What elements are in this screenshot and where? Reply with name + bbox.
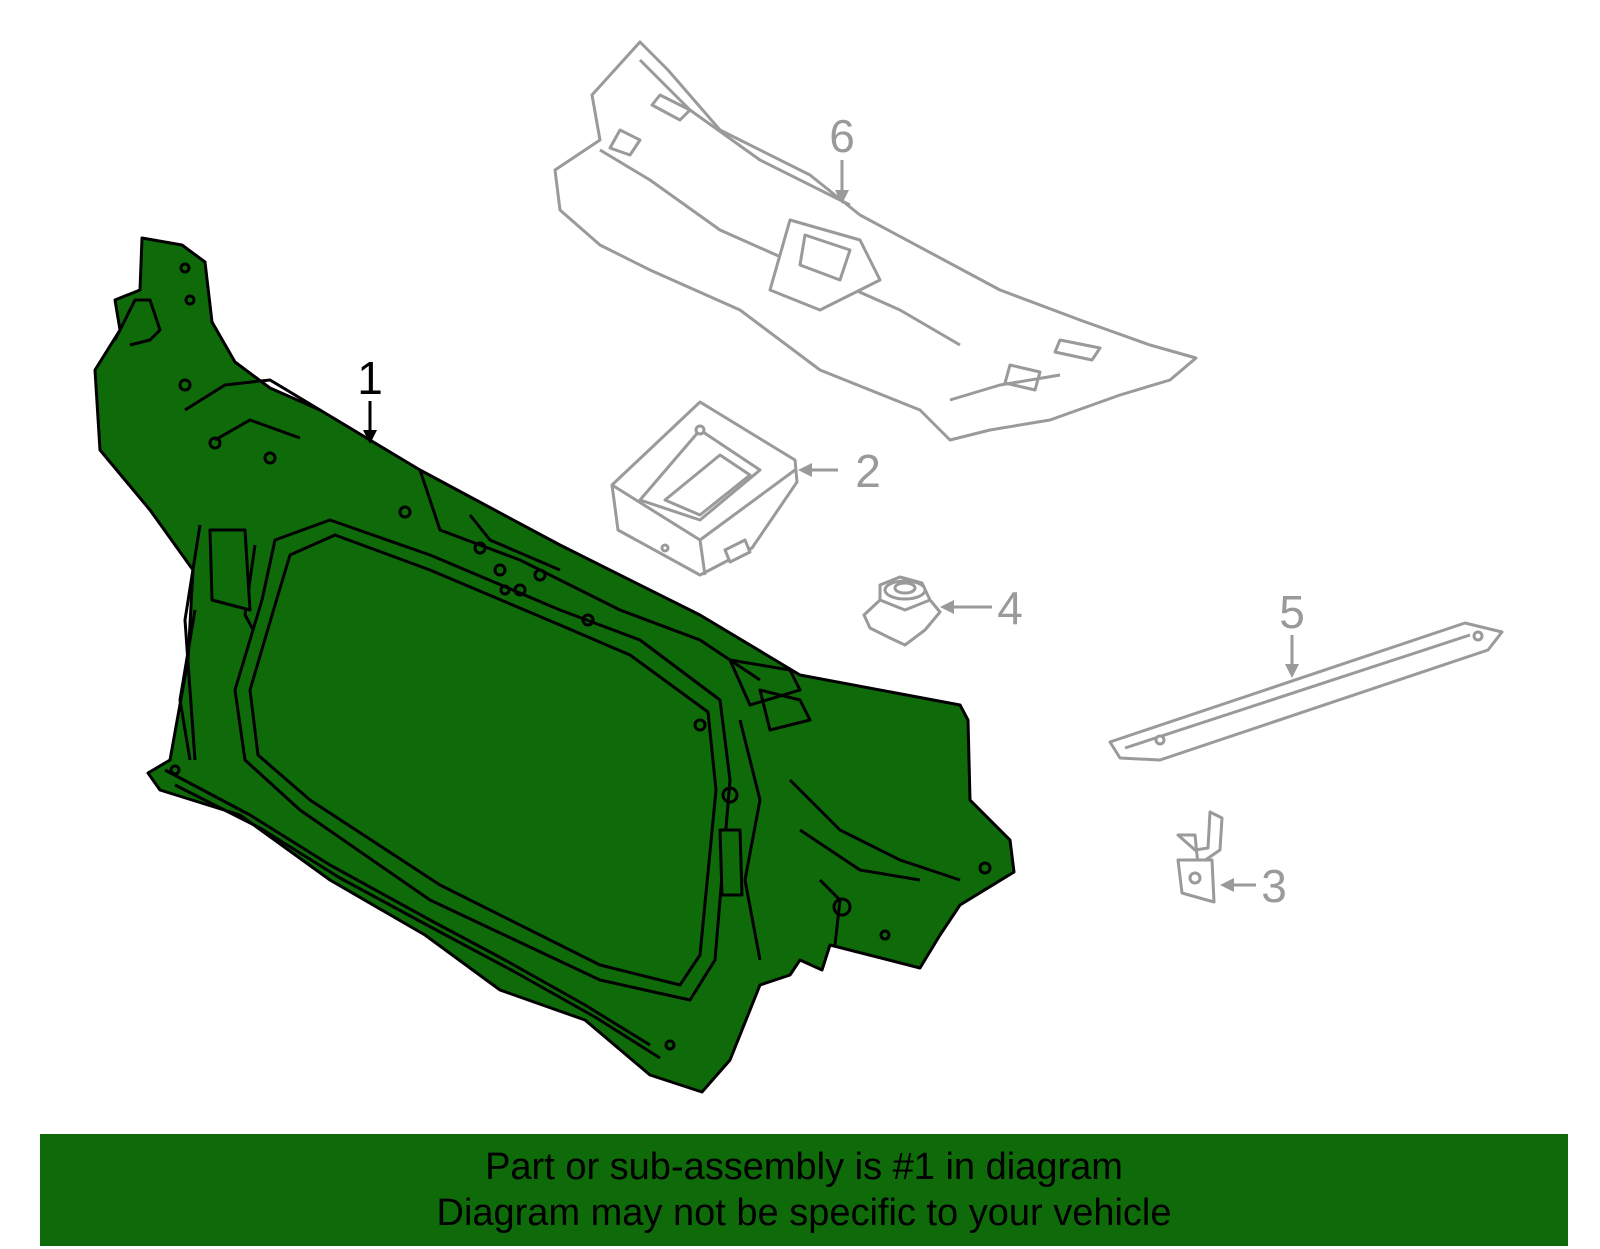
callout-3-label: 3 — [1261, 860, 1287, 912]
callout-4-label: 4 — [997, 582, 1023, 634]
info-banner: Part or sub-assembly is #1 in diagram Di… — [40, 1134, 1568, 1246]
part-3-small-bracket[interactable] — [1176, 810, 1224, 904]
callout-4-arrowhead — [940, 600, 954, 614]
callout-5-label: 5 — [1279, 586, 1305, 638]
part-6-cowl-panel[interactable] — [553, 40, 1198, 442]
callout-1-label: 1 — [357, 352, 383, 404]
part-5-cross-member[interactable] — [1108, 621, 1504, 762]
banner-line-1: Part or sub-assembly is #1 in diagram — [485, 1146, 1123, 1188]
banner-line-2: Diagram may not be specific to your vehi… — [436, 1192, 1172, 1234]
callout-2-label: 2 — [855, 445, 881, 497]
part-2-bracket[interactable] — [610, 400, 799, 577]
callout-3-arrowhead — [1220, 878, 1234, 892]
part-1-radiator-support[interactable] — [93, 236, 1016, 1094]
part-4-mount[interactable] — [862, 575, 942, 647]
callout-1-arrowhead — [363, 430, 377, 444]
callout-2-arrowhead — [798, 463, 812, 477]
callout-5-arrowhead — [1285, 664, 1299, 678]
callout-6-label: 6 — [829, 110, 855, 162]
callout-6-arrowhead — [835, 190, 849, 204]
